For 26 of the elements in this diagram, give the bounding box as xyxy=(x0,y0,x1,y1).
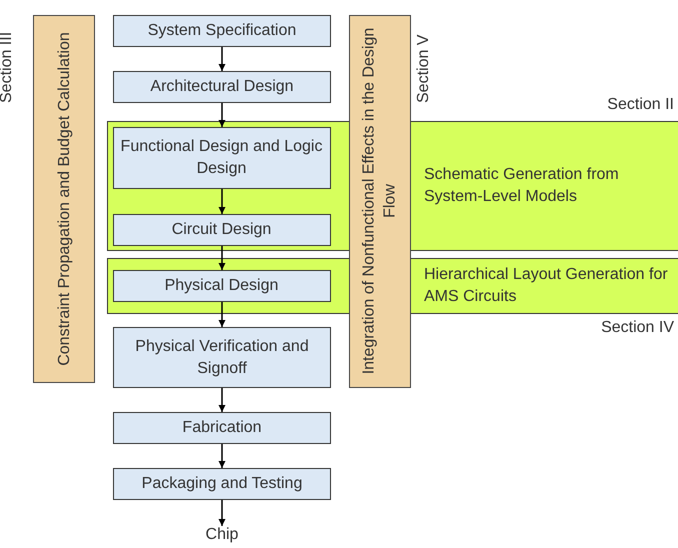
section-bar xyxy=(33,15,95,383)
arrow xyxy=(218,246,226,270)
arrow xyxy=(218,302,226,327)
section-title: Constraint Propagation and Budget Calculation xyxy=(54,30,74,368)
section-bar xyxy=(349,15,411,388)
process-box: Packaging and Testing xyxy=(113,468,331,500)
section-label: Section V xyxy=(415,34,433,103)
arrow xyxy=(218,189,226,214)
arrow xyxy=(218,103,226,127)
process-box: Architectural Design xyxy=(113,71,331,103)
process-box: System Specification xyxy=(113,15,331,47)
section-title: Integration of Nonfunctional Effects in the Design Flow xyxy=(360,26,400,376)
output-label: Chip xyxy=(172,526,272,548)
arrow xyxy=(218,444,226,468)
section-label: Section II xyxy=(607,96,674,114)
section-title: Hierarchical Layout Generation for AMS Circuits xyxy=(424,265,669,307)
process-box: Physical Design xyxy=(112,270,330,302)
section-label: Section IV xyxy=(601,319,674,337)
arrow xyxy=(218,47,226,71)
process-box: Functional Design and Logic Design xyxy=(112,126,330,188)
arrow xyxy=(218,500,226,526)
process-box: Physical Verification and Signoff xyxy=(113,327,331,388)
process-box: Fabrication xyxy=(113,412,331,444)
process-box: Circuit Design xyxy=(112,214,330,246)
arrow xyxy=(218,388,226,412)
section-title: Schematic Generation from System-Level Models xyxy=(424,165,620,207)
